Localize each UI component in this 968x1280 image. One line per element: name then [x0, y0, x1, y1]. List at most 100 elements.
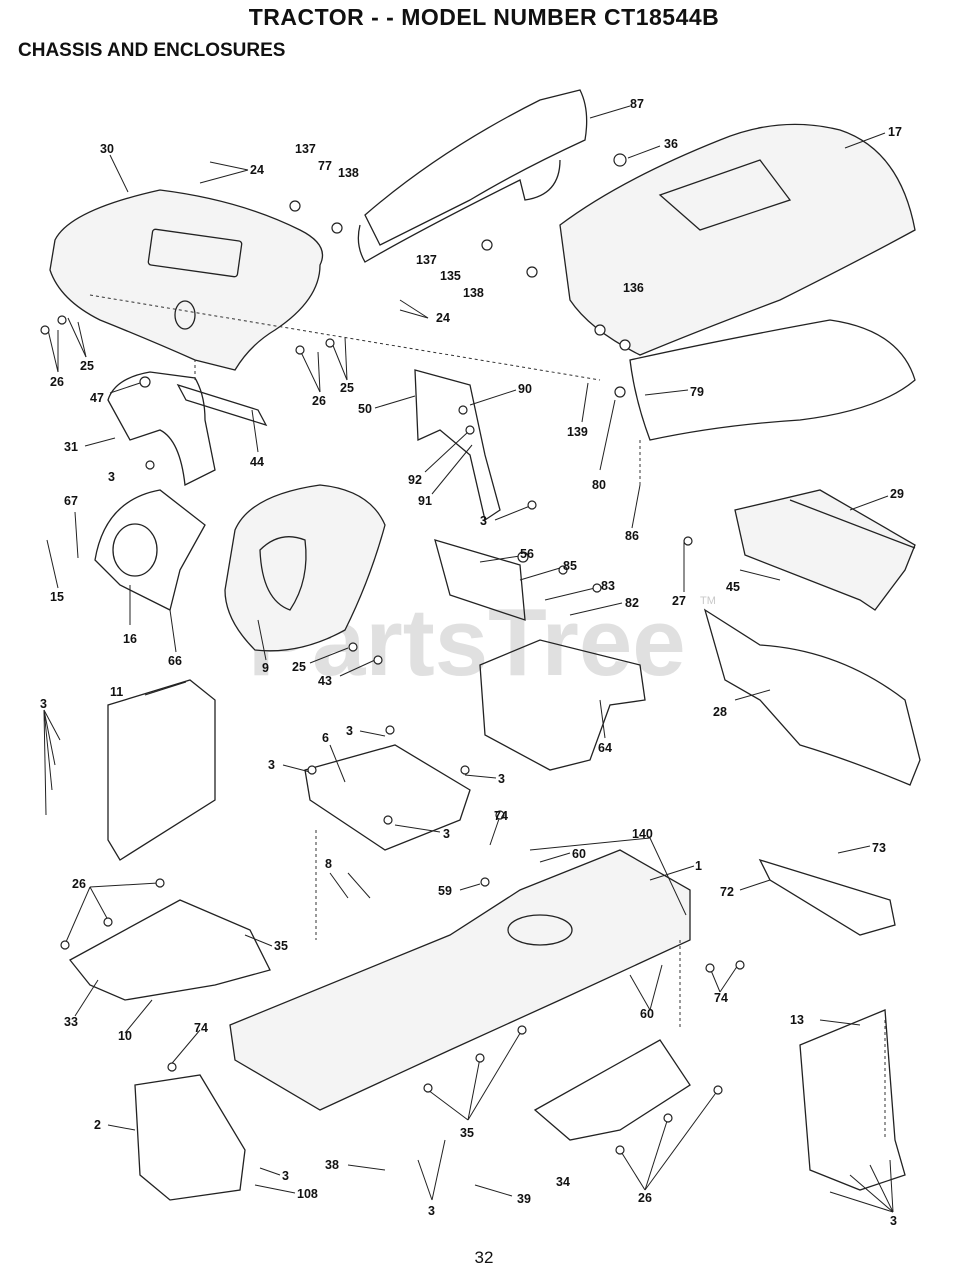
diagram-stroke [103, 917, 113, 927]
callout-64: 64 [598, 741, 612, 755]
diagram-stroke [526, 266, 538, 278]
callout-108: 108 [297, 1187, 318, 1201]
diagram-stroke [74, 979, 99, 1017]
diagram-stroke [719, 964, 739, 993]
diagram-stroke [254, 1184, 296, 1194]
callout-15: 15 [50, 590, 64, 604]
diagram-stroke [373, 655, 383, 665]
callout-35: 35 [274, 939, 288, 953]
diagram-stroke [417, 1159, 433, 1201]
diagram-stroke [399, 309, 429, 319]
callout-29: 29 [890, 487, 904, 501]
diagram-stroke [631, 484, 641, 529]
callout-60: 60 [572, 847, 586, 861]
callout-25: 25 [340, 381, 354, 395]
diagram-stroke [480, 877, 490, 887]
diagram-stroke [299, 349, 321, 393]
diagram-stroke [889, 1159, 894, 1213]
part-17-hood-grille [658, 159, 792, 231]
callout-31: 31 [64, 440, 78, 454]
diagram-stroke [84, 437, 116, 447]
callout-16: 16 [123, 632, 137, 646]
diagram-stroke [46, 539, 59, 589]
callout-24: 24 [436, 311, 450, 325]
diagram-stroke [599, 699, 606, 739]
diagram-stroke [629, 974, 651, 1011]
part-17-hood [559, 123, 916, 356]
diagram-stroke [627, 145, 661, 159]
part-72-axle [758, 858, 896, 936]
diagram-stroke [467, 1029, 523, 1121]
diagram-stroke [581, 382, 589, 423]
callout-87: 87 [630, 97, 644, 111]
callout-44: 44 [250, 455, 264, 469]
callout-43: 43 [318, 674, 332, 688]
callout-28: 28 [713, 705, 727, 719]
diagram-stroke [359, 730, 386, 737]
callout-10: 10 [118, 1029, 132, 1043]
callout-3: 3 [108, 470, 115, 484]
callout-1: 1 [695, 859, 702, 873]
callout-3: 3 [480, 514, 487, 528]
diagram-stroke [289, 200, 301, 212]
diagram-stroke [489, 815, 501, 846]
diagram-stroke [399, 299, 429, 319]
diagram-stroke [259, 1167, 281, 1176]
diagram-stroke [467, 1057, 481, 1121]
diagram-stroke [344, 336, 348, 381]
diagram-stroke [479, 555, 521, 563]
diagram-stroke [67, 317, 87, 358]
diagram-stroke [257, 619, 267, 661]
diagram-stroke [494, 505, 531, 521]
part-1-main-frame [229, 849, 691, 1111]
diagram-stroke [145, 460, 155, 470]
part-45-bumper [734, 489, 916, 611]
diagram-stroke [644, 1089, 719, 1191]
callout-56: 56 [520, 547, 534, 561]
diagram-stroke [614, 386, 626, 398]
callout-3: 3 [428, 1204, 435, 1218]
watermark-trademark: TM [700, 595, 716, 607]
diagram-stroke [199, 169, 249, 184]
callout-138: 138 [338, 166, 359, 180]
callout-26: 26 [72, 877, 86, 891]
part-28-grille [703, 608, 921, 786]
diagram-stroke [649, 964, 663, 1011]
diagram-stroke [644, 389, 689, 396]
callout-74: 74 [194, 1021, 208, 1035]
diagram-stroke [619, 1149, 646, 1191]
callout-34: 34 [556, 1175, 570, 1189]
part-30-seat-pan [49, 189, 324, 371]
callout-labels: 87 36 17 30 24 137 77 138 137 135 138 13… [40, 97, 904, 1228]
callout-3: 3 [346, 724, 353, 738]
callout-3: 3 [498, 772, 505, 786]
part-44-bracket [176, 383, 268, 427]
diagram-stroke [109, 154, 129, 193]
diagram-stroke [347, 1164, 386, 1171]
part-87-fender-lip [357, 159, 561, 263]
diagram-stroke [329, 744, 346, 783]
diagram-stroke [517, 1025, 527, 1035]
diagram-stroke [481, 239, 493, 251]
diagram-stroke [89, 294, 601, 381]
hardware-fasteners [40, 153, 745, 1155]
diagram-stroke [474, 1184, 513, 1197]
diagram-stroke [251, 409, 259, 453]
part-30-seat-slot [147, 228, 243, 278]
diagram-stroke [527, 500, 537, 510]
diagram-stroke [569, 602, 623, 616]
diagram-stroke [649, 865, 695, 881]
diagram-stroke [383, 815, 393, 825]
diagram-stroke [282, 764, 311, 773]
diagram-stroke [613, 153, 627, 167]
part-1-frame-hole [507, 914, 573, 946]
diagram-stroke [599, 399, 616, 471]
diagram-stroke [374, 395, 416, 409]
part-29-cover-edge [789, 499, 916, 549]
callout-74: 74 [494, 809, 508, 823]
callout-9: 9 [262, 661, 269, 675]
diagram-stroke [705, 963, 715, 973]
callout-74: 74 [714, 991, 728, 1005]
diagram-stroke [144, 681, 187, 696]
callout-83: 83 [601, 579, 615, 593]
